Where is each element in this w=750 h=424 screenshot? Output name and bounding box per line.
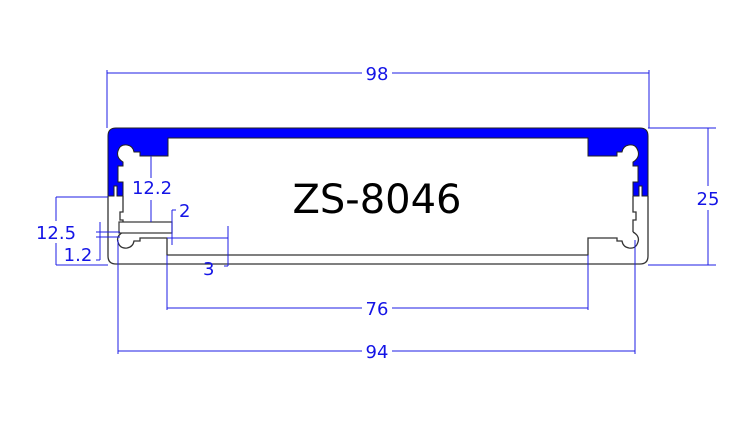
dimension-height: 25 [648,127,720,266]
top-cover-profile [107,127,649,197]
svg-text:1.2: 1.2 [64,245,93,266]
dimension-bottom-opening: 76 [166,255,589,320]
svg-text:76: 76 [366,299,389,320]
dimension-inner-width: 94 [117,240,636,363]
panel-insert-plate [118,221,173,234]
dimension-slot-offset: 3 [167,226,229,280]
svg-text:94: 94 [366,342,389,363]
dimension-overall-width: 98 [106,64,650,128]
svg-text:2: 2 [179,201,190,222]
model-title: ZS-8046 [292,177,461,223]
svg-text:25: 25 [697,189,720,210]
inner-right-wall [632,196,637,232]
dimension-slot-thickness: 2 [171,201,190,245]
dimension-side-height: 12.5 [36,196,108,266]
dimension-side-offset: 1.2 [64,222,120,266]
svg-text:12.2: 12.2 [132,178,172,199]
bottom-inner-profile [116,231,640,256]
svg-text:98: 98 [366,64,389,85]
svg-text:3: 3 [203,259,214,280]
svg-text:12.5: 12.5 [36,223,76,244]
dimension-slot-depth: 12.2 [132,156,172,222]
bottom-body-outline [107,196,649,265]
